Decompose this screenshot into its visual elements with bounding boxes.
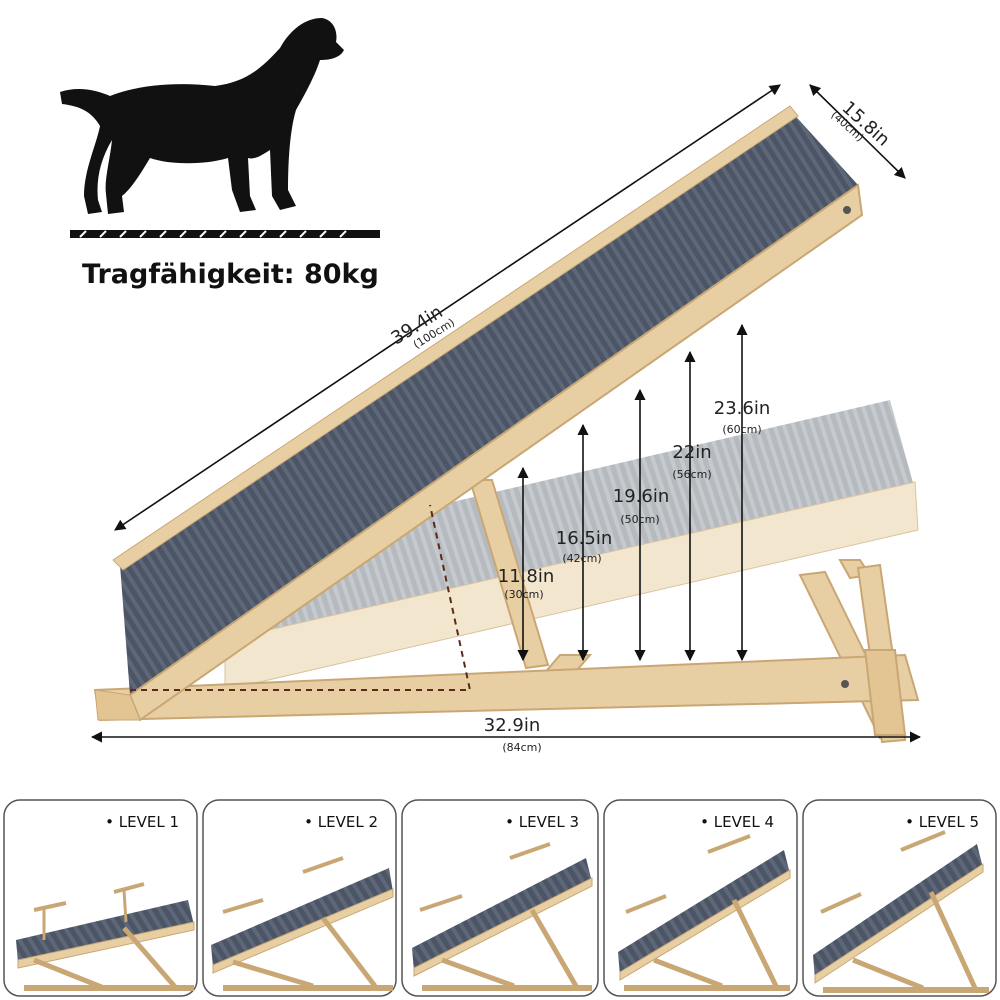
level-3-label: • LEVEL 3 (505, 813, 579, 831)
dashed-guide (130, 504, 472, 691)
ground-line (70, 230, 380, 238)
ramp-thumbnail (813, 830, 989, 993)
level-4-label: • LEVEL 4 (700, 813, 774, 831)
dimension-lines (90, 84, 922, 743)
ramp-thumbnail (211, 856, 394, 991)
level-2-label: • LEVEL 2 (304, 813, 378, 831)
level-1-card: • LEVEL 1 (3, 799, 198, 997)
ramp-thumbnail (16, 882, 195, 991)
ramp-thumbnail (412, 842, 593, 991)
height-5-imperial: 23.6in (714, 398, 771, 419)
base-metric: (84cm) (502, 741, 541, 754)
level-2-card: • LEVEL 2 (202, 799, 397, 997)
height-1-imperial: 11.8in (498, 566, 555, 587)
height-3-imperial: 19.6in (613, 486, 670, 507)
width-dimension: 15.8in (40cm) (828, 97, 893, 150)
dog-icon (60, 18, 344, 214)
level-1-label: • LEVEL 1 (105, 813, 179, 831)
height-5-metric: (60cm) (722, 423, 761, 436)
height-4-metric: (56cm) (672, 468, 711, 481)
height-3-metric: (50cm) (620, 513, 659, 526)
height-4-imperial: 22in (672, 442, 711, 463)
height-2-metric: (42cm) (562, 552, 601, 565)
level-3-card: • LEVEL 3 (401, 799, 599, 997)
level-4-card: • LEVEL 4 (603, 799, 798, 997)
level-5-card: • LEVEL 5 (802, 799, 997, 997)
height-1-metric: (30cm) (504, 588, 543, 601)
base-imperial: 32.9in (484, 715, 541, 736)
height-2-imperial: 16.5in (556, 528, 613, 549)
capacity-label: Tragfähigkeit: 80kg (82, 259, 379, 290)
ramp-thumbnail (618, 834, 791, 991)
level-5-label: • LEVEL 5 (905, 813, 979, 831)
